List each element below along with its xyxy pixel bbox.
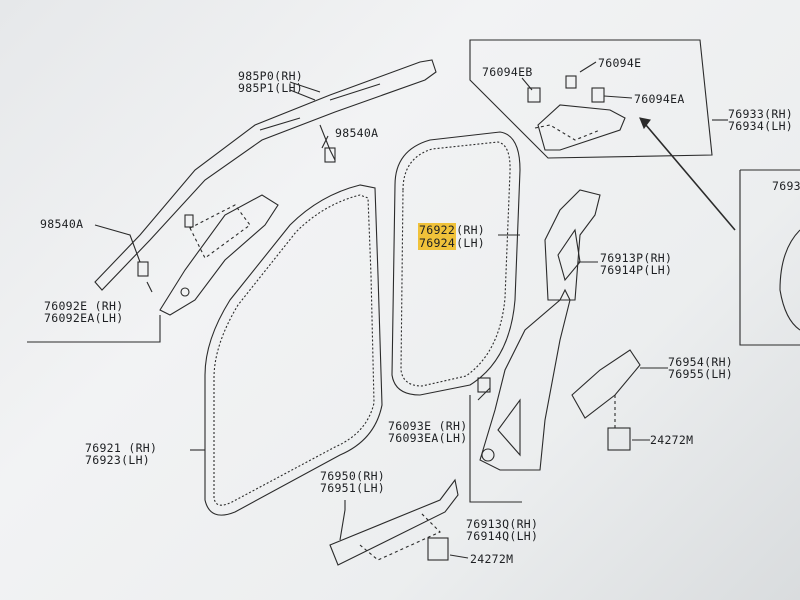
label-rear-weatherstrip-rh: 76922(RH): [418, 223, 486, 237]
label-front-weatherstrip-rh: 76921 (RH): [85, 441, 158, 455]
clip-76093e: [477, 377, 491, 393]
airbag-module: [94, 59, 437, 291]
label-clip-76093e-rh: 76093E (RH): [388, 419, 468, 433]
clip-24272m-upper: [607, 427, 631, 451]
clip-76094e: [565, 75, 577, 89]
label-a-pillar-lh: 76092EA(LH): [44, 311, 124, 325]
label-b-pillar-lower-lh: 76914Q(LH): [466, 529, 539, 543]
label-clip-76094ea: 76094EA: [634, 92, 685, 106]
label-rear-weatherstrip-rh-side: (RH): [456, 223, 486, 237]
label-bolt-98540a-lower: 98540A: [40, 217, 84, 231]
label-clip-24272m-lower: 24272M: [470, 552, 514, 566]
label-garnish-rh: 76933(RH): [728, 107, 794, 121]
inset-box: [469, 39, 713, 159]
label-partial-7693: 7693: [772, 179, 800, 193]
label-rear-weatherstrip-lh: 76924(LH): [418, 236, 486, 250]
label-clip-76094eb: 76094EB: [482, 65, 533, 79]
label-clip-76093e-lh: 76093EA(LH): [388, 431, 468, 445]
bolt-98540a-upper: [324, 147, 336, 163]
front-door-weatherstrip: [204, 184, 383, 516]
label-bolt-98540a-upper: 98540A: [335, 126, 379, 140]
b-pillar-upper-trim: [544, 189, 601, 301]
label-airbag-lh: 985P1(LH): [238, 81, 304, 95]
bolt-98540a-lower: [137, 261, 149, 277]
label-b-pillar-lower-rh: 76913Q(RH): [466, 517, 539, 531]
label-a-pillar-rh: 76092E (RH): [44, 299, 124, 313]
garnish-part: [537, 104, 626, 151]
label-b-pillar-upper-lh: 76914P(LH): [600, 263, 673, 277]
label-b-pillar-upper-rh: 76913P(RH): [600, 251, 673, 265]
label-sill-lh: 76951(LH): [320, 481, 386, 495]
a-pillar-trim: [159, 194, 279, 316]
label-clip-24272m-upper: 24272M: [650, 433, 694, 447]
label-clip-76094e: 76094E: [598, 56, 642, 70]
partial-box-right: [739, 169, 800, 346]
label-kick-plate-rh: 76954(RH): [668, 355, 734, 369]
label-front-weatherstrip-lh: 76923(LH): [85, 453, 151, 467]
sill-plate: [329, 478, 459, 566]
rear-door-weatherstrip: [391, 131, 521, 396]
label-kick-plate-lh: 76955(LH): [668, 367, 734, 381]
clip-24272m-lower: [427, 537, 449, 561]
kick-plate: [571, 349, 641, 419]
label-sill-rh: 76950(RH): [320, 469, 386, 483]
highlight-76924: 76924: [418, 236, 457, 250]
b-pillar-lower-trim: [479, 288, 571, 471]
highlight-76922: 76922: [418, 223, 457, 237]
label-airbag-rh: 985P0(RH): [238, 69, 304, 83]
clip-76094eb: [527, 87, 541, 103]
clip-76094ea: [591, 87, 605, 103]
label-garnish-lh: 76934(LH): [728, 119, 794, 133]
label-rear-weatherstrip-lh-side: (LH): [456, 236, 486, 250]
